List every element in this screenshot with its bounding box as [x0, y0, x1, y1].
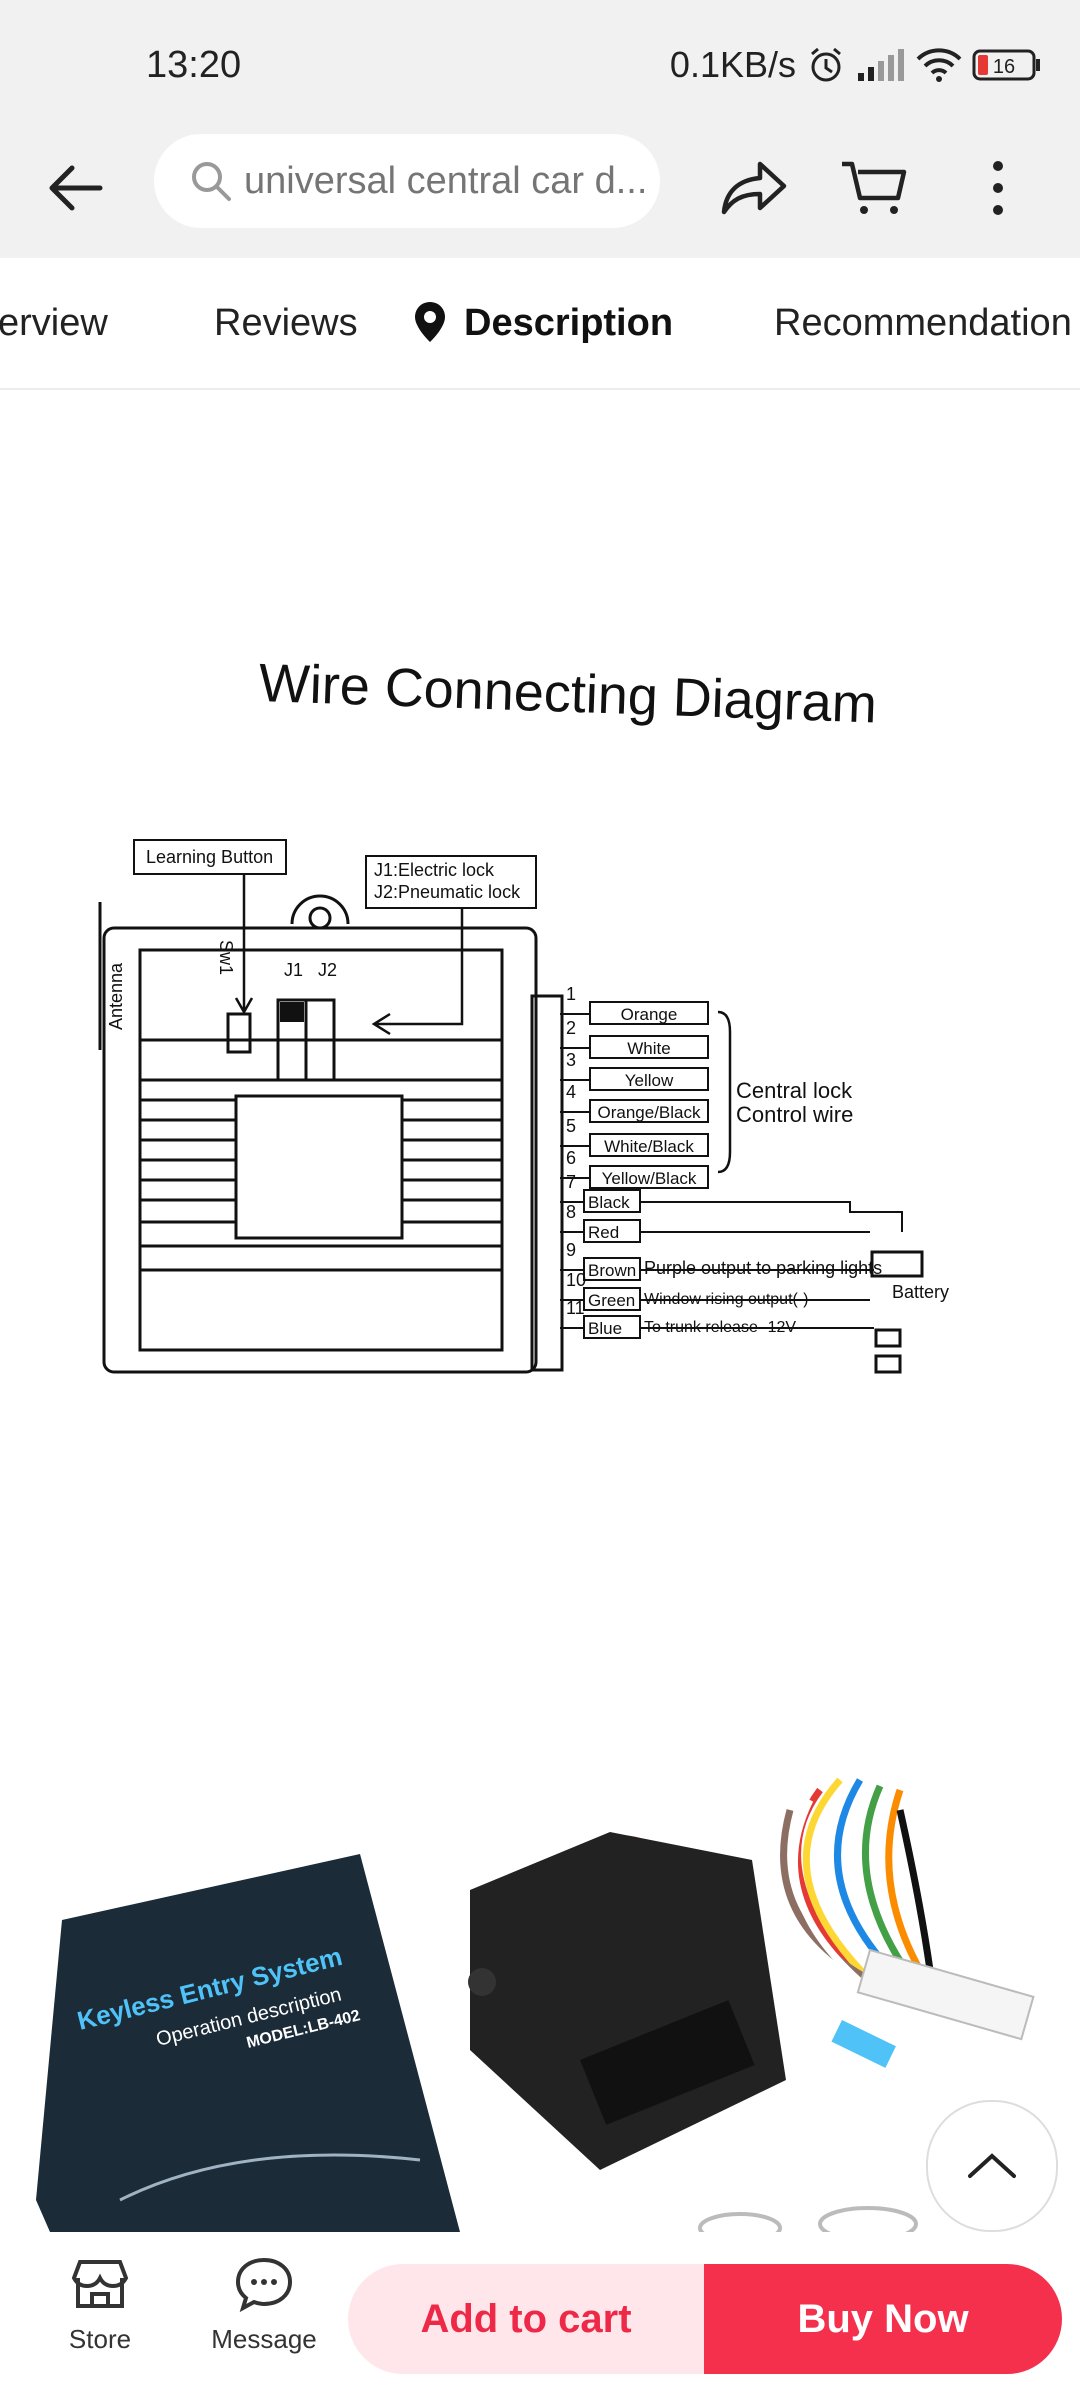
tab-recommendation[interactable]: Recommendation: [774, 302, 1072, 344]
wire-color-label: Yellow/Black: [602, 1169, 697, 1188]
wire-harness: [780, 1777, 1035, 2068]
lock-j2-label: J2:Pneumatic lock: [374, 882, 521, 902]
manual-booklet: Keyless Entry System Operation descripti…: [36, 1854, 460, 2232]
wire-number: 3: [566, 1050, 576, 1070]
central-lock-label: Central lock: [736, 1078, 853, 1103]
tab-reviews[interactable]: Reviews: [214, 302, 358, 344]
message-label: Message: [211, 2324, 317, 2354]
chat-bubble-icon: [235, 2257, 293, 2313]
bottom-action-bar: Store Message Add to cart Buy Now: [0, 2232, 1080, 2400]
network-speed: 0.1KB/s: [669, 44, 796, 85]
wifi-icon: [916, 48, 962, 82]
store-label: Store: [68, 2324, 132, 2354]
wire-color-label: Red: [588, 1223, 619, 1242]
antenna-label: Antenna: [106, 962, 126, 1030]
battery-level: 16: [993, 56, 1015, 78]
wire-color-box: [583, 1189, 641, 1213]
wire-number: 1: [566, 984, 576, 1004]
wire-number: 10: [566, 1270, 586, 1290]
learning-button-label: Learning Button: [146, 847, 273, 867]
back-button[interactable]: [40, 152, 112, 224]
scroll-to-top-button[interactable]: [926, 2100, 1058, 2232]
j2-label: J2: [318, 960, 337, 980]
sw1-label: Sw1: [216, 940, 236, 975]
wire-color-box: [583, 1315, 641, 1339]
wire-color-box: [589, 1001, 709, 1025]
wire-number: 4: [566, 1082, 576, 1102]
wire-color-label: Orange: [621, 1005, 678, 1024]
wire-note: To trunk release -12V: [644, 1319, 796, 1336]
chevron-up-icon: [968, 2153, 1016, 2178]
wire-number: 7: [566, 1172, 576, 1192]
wire-number: 2: [566, 1018, 576, 1038]
more-options-icon[interactable]: [960, 150, 1036, 226]
control-wire-label: Control wire: [736, 1102, 853, 1127]
wire-color-box: [589, 1067, 709, 1091]
wire-note: Purple output to parking lights: [644, 1258, 882, 1278]
product-photo: Keyless Entry System Operation descripti…: [36, 1777, 1035, 2232]
search-icon: [192, 162, 231, 201]
lock-j1-label: J1:Electric lock: [374, 860, 495, 880]
j1-label: J1: [284, 960, 303, 980]
buy-now-button[interactable]: Buy Now: [704, 2264, 1062, 2374]
store-button[interactable]: Store: [40, 2252, 160, 2355]
alarm-icon: [811, 47, 841, 82]
wire-note: Window rising output(-): [644, 1291, 809, 1308]
wire-color-label: Yellow: [625, 1071, 674, 1090]
cart-icon[interactable]: [836, 150, 912, 226]
wire-color-label: Brown: [588, 1261, 636, 1280]
battery-icon: 16: [972, 49, 1040, 81]
wire-diagram: Learning Button J1:Electric lock J2:Pneu…: [98, 839, 949, 1374]
wire-number: 6: [566, 1148, 576, 1168]
wire-color-box: [583, 1287, 641, 1311]
wire-number: 5: [566, 1116, 576, 1136]
wire-color-label: Blue: [588, 1319, 622, 1338]
wire-number: 9: [566, 1240, 576, 1260]
wire-color-label: Orange/Black: [598, 1103, 701, 1122]
wire-color-box: [589, 1035, 709, 1059]
status-bar: 13:20 0.1KB/s 16: [0, 0, 1080, 130]
message-button[interactable]: Message: [204, 2252, 324, 2355]
wire-color-box: [583, 1257, 641, 1281]
wire-number: 11: [566, 1298, 585, 1318]
header: [0, 130, 1080, 258]
tab-overview[interactable]: erview: [0, 302, 108, 344]
wire-color-box: [583, 1219, 641, 1243]
section-tabs: erview Reviews Description Recommendatio…: [0, 258, 1080, 390]
wire-color-label: Black: [588, 1193, 630, 1212]
wire-color-label: White/Black: [604, 1137, 694, 1156]
control-module: [468, 1832, 786, 2170]
wire-color-box: [589, 1165, 709, 1189]
add-to-cart-button[interactable]: Add to cart: [348, 2264, 704, 2374]
search-input[interactable]: [242, 158, 646, 204]
share-icon[interactable]: [716, 150, 792, 226]
wire-color-box: [589, 1099, 709, 1123]
status-time: 13:20: [146, 44, 242, 86]
status-icons: 0.1KB/s 16: [670, 44, 1042, 86]
wire-color-label: White: [627, 1039, 670, 1058]
wire-color-box: [589, 1133, 709, 1157]
location-pin-icon: [415, 302, 445, 342]
store-icon: [71, 2260, 129, 2308]
tab-description[interactable]: Description: [464, 302, 674, 344]
signal-icon: [858, 49, 904, 81]
search-bar[interactable]: [154, 134, 660, 228]
battery-label: Battery: [892, 1282, 949, 1302]
wire-number: 8: [566, 1202, 576, 1222]
wire-color-label: Green: [588, 1291, 635, 1310]
description-content: Wire Connecting Diagram Learning: [0, 390, 1080, 2232]
